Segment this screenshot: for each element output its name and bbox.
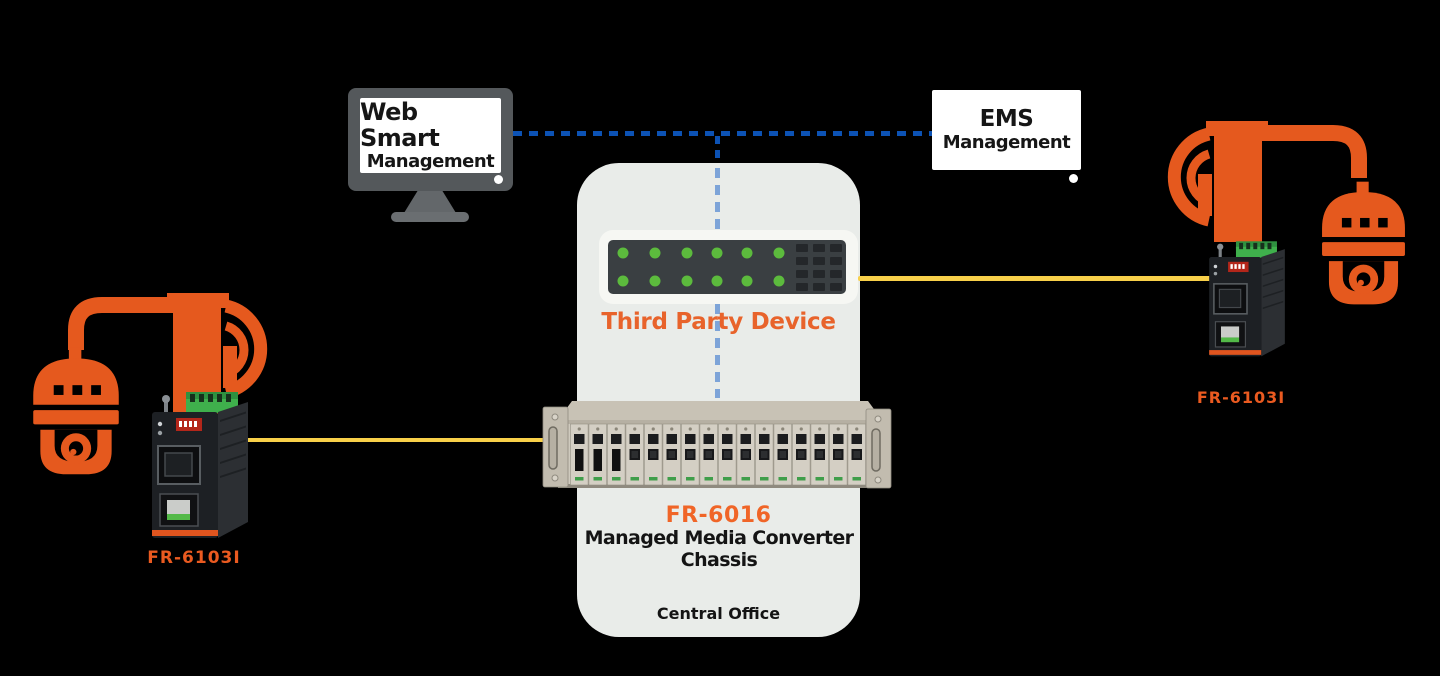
monitor-screen: Web Smart Management [360, 98, 501, 173]
switch-port [830, 283, 842, 291]
third-party-device-label: Third Party Device [601, 309, 836, 335]
chassis-description-label: Managed Media Converter Chassis [584, 527, 854, 571]
management-link-drop [715, 136, 720, 164]
fiber-link-left [243, 438, 545, 442]
ems-dot-icon [1069, 174, 1078, 183]
chassis-left-ear [542, 406, 569, 488]
left-device-model-label: FR-6103I [147, 548, 241, 568]
switch-port [830, 270, 842, 278]
switch-port [813, 283, 825, 291]
led-indicator [681, 275, 693, 287]
ems-station-subtitle: Management [942, 131, 1071, 153]
led-indicator [741, 275, 753, 287]
cctv-dome-camera-icon [1316, 174, 1411, 312]
chassis-card-slots [570, 423, 866, 486]
switch-port [796, 244, 808, 252]
switch-port-grid [796, 244, 842, 291]
chassis-right-ear [865, 408, 892, 489]
switch-port [813, 270, 825, 278]
switch-port [796, 257, 808, 265]
led-indicator [711, 275, 723, 287]
led-indicator [649, 247, 661, 259]
led-indicator [617, 275, 629, 287]
monitor-stand-base [391, 212, 469, 222]
led-indicator [741, 247, 753, 259]
ems-station-card: EMS Management [932, 90, 1081, 170]
media-converter-device-left [148, 390, 252, 548]
monitor-stand-neck [404, 191, 456, 213]
switch-port [813, 244, 825, 252]
switch-led-indicators [617, 247, 785, 287]
management-station-title: Web Smart [360, 97, 440, 153]
cctv-dome-camera-icon [27, 341, 125, 481]
switch-port [830, 244, 842, 252]
media-converter-chassis-image [542, 401, 892, 489]
switch-port [813, 257, 825, 265]
right-device-model-label: FR-6103I [1196, 388, 1286, 407]
led-indicator [649, 275, 661, 287]
ems-station-title: EMS [979, 105, 1034, 132]
management-station-subtitle: Management [366, 150, 495, 172]
led-indicator [617, 247, 629, 259]
led-indicator [681, 247, 693, 259]
central-office-label: Central Office [656, 604, 781, 623]
management-link-horizontal [513, 131, 933, 136]
led-indicator [773, 275, 785, 287]
switch-port [830, 257, 842, 265]
media-converter-device-right [1206, 226, 1288, 378]
led-indicator [773, 247, 785, 259]
led-indicator [711, 247, 723, 259]
switch-port [796, 283, 808, 291]
chassis-model-label: FR-6016 [665, 503, 772, 528]
monitor-power-dot-icon [494, 175, 503, 184]
switch-port [796, 270, 808, 278]
fiber-link-right [858, 276, 1216, 281]
third-party-switch-icon [599, 230, 858, 304]
